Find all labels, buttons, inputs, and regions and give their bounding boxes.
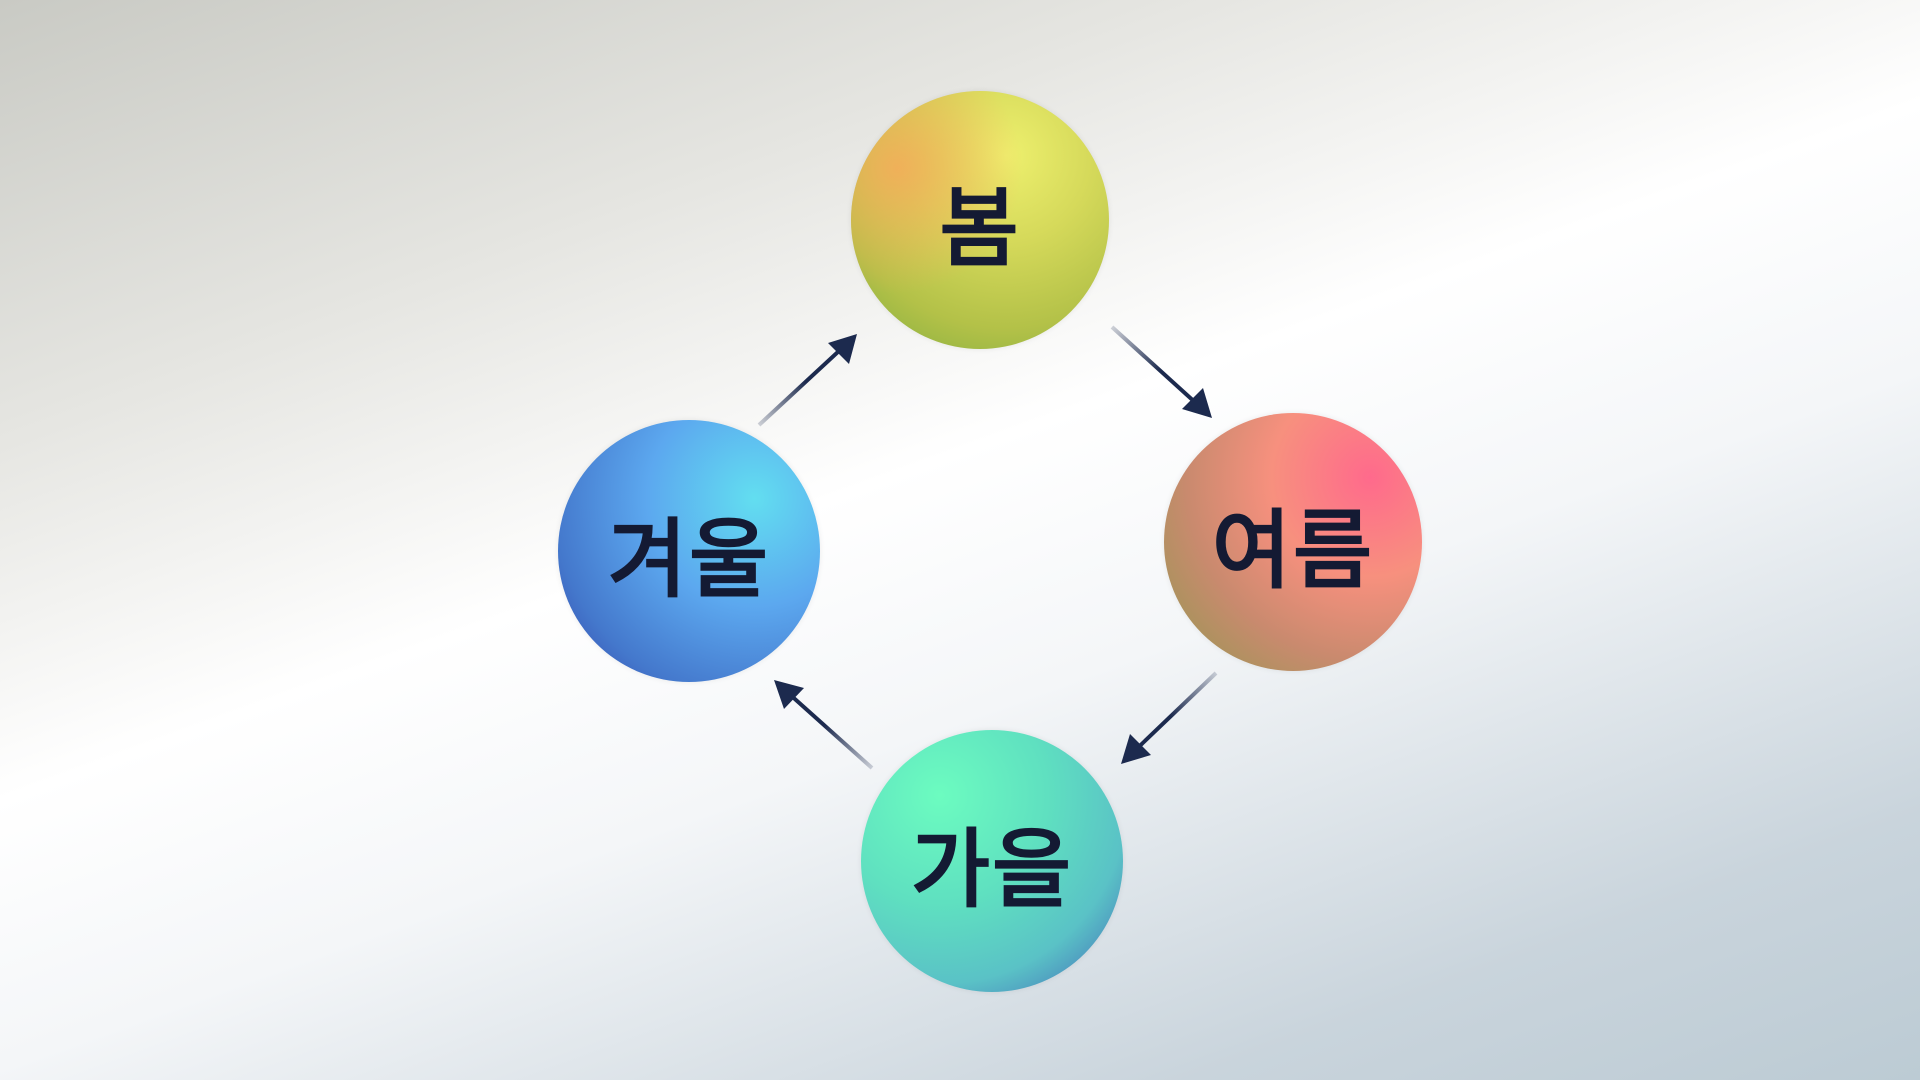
node-autumn: 가을 — [861, 730, 1123, 992]
node-summer: 여름 — [1164, 413, 1422, 671]
node-label-autumn: 가을 — [910, 818, 1074, 920]
node-label-summer: 여름 — [1211, 499, 1375, 601]
arrowhead-icon — [1182, 388, 1212, 418]
arrowhead-icon — [774, 680, 804, 709]
arrow-winter-to-spring — [757, 336, 855, 427]
arrowhead-icon — [828, 334, 857, 364]
arrow-spring-to-summer — [1110, 325, 1210, 416]
node-spring: 봄 — [851, 91, 1109, 349]
arrowhead-icon — [1121, 734, 1151, 764]
node-winter: 겨울 — [558, 420, 820, 682]
arrow-summer-to-autumn — [1123, 671, 1218, 762]
node-label-winter: 겨울 — [607, 508, 771, 610]
arrow-autumn-to-winter — [775, 681, 874, 770]
node-label-spring: 봄 — [939, 177, 1021, 279]
